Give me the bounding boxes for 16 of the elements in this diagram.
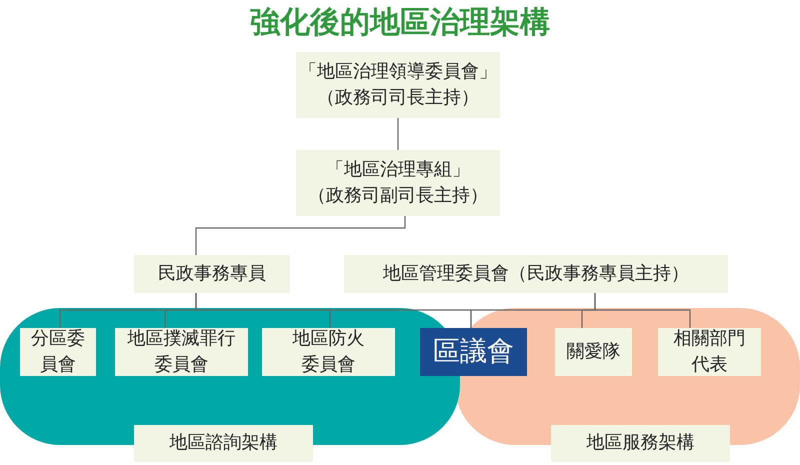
connector-line <box>195 216 406 255</box>
committee-box: 地區防火委員會 <box>262 328 395 376</box>
representative-box: 相關部門代表 <box>658 328 761 376</box>
panel-label: 地區諮詢架構 <box>134 425 313 462</box>
committee-box: 地區撲滅罪行委員會 <box>115 328 248 376</box>
connector-line <box>594 293 691 328</box>
connector-line <box>397 118 399 150</box>
team-box: 關愛隊 <box>555 328 632 376</box>
task-force-box: 「地區治理專組」 （政務司副司長主持） <box>296 150 500 216</box>
committee-box: 「地區治理領導委員會」 （政務司司長主持） <box>296 52 500 118</box>
committee-box: 分區委員會 <box>20 328 96 376</box>
title: 強化後的地區治理架構 <box>250 5 550 40</box>
committee-box: 地區管理委員會（民政事務專員主持） <box>344 255 728 293</box>
officer-box: 民政事務專員 <box>134 255 290 293</box>
council-box: 區議會 <box>420 328 527 376</box>
panel-label: 地區服務架構 <box>551 425 730 462</box>
